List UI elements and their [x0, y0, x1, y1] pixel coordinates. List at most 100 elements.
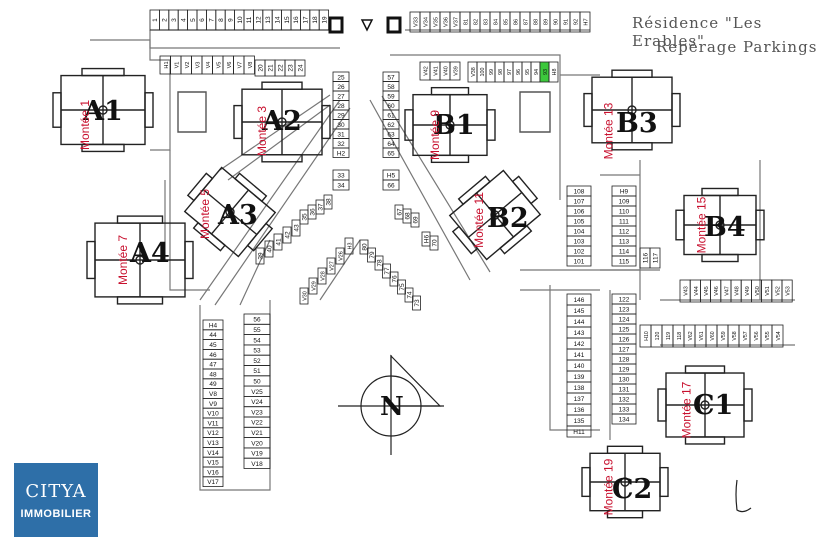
- parking-spot: [291, 219, 301, 237]
- parking-spot-label: V4: [206, 62, 212, 69]
- parking-spot: [326, 257, 336, 275]
- parking-spot-label: 116: [643, 252, 650, 263]
- parking-spot-label: 51: [253, 368, 261, 375]
- parking-spot-label: 45: [209, 342, 217, 349]
- parking-spot: [404, 287, 414, 303]
- road-outline: [390, 54, 600, 200]
- parking-spot-label: 114: [619, 249, 630, 256]
- parking-spot-label: V54: [776, 331, 782, 340]
- parking-spot-label: 21: [268, 64, 275, 72]
- courtyard-outline: [177, 91, 551, 133]
- parking-spot-label: H6: [424, 234, 431, 243]
- parking-spot-label: 24: [298, 64, 305, 72]
- parking-spot-label: 88: [534, 19, 540, 25]
- parking-spot-label: 10: [237, 16, 244, 24]
- parking-spot: [611, 413, 637, 425]
- parking-spot: [282, 226, 292, 244]
- montee-label-3: Montée 3: [255, 105, 270, 157]
- parking-spot-label: V45: [704, 286, 710, 296]
- parking-spot-label: 5: [190, 18, 197, 22]
- parking-spot-label: V2: [185, 62, 191, 69]
- parking-spot-label: V12: [207, 430, 219, 437]
- parking-spot-label: V35: [434, 17, 440, 27]
- gate-posts: [328, 16, 402, 34]
- parking-spot-label: 37: [318, 203, 325, 211]
- parking-spot-label: 64: [387, 141, 395, 148]
- parking-spot-label: V33: [414, 17, 420, 27]
- parking-spot-label: 62: [387, 122, 395, 129]
- montee-label-11: Montée 11: [471, 192, 486, 248]
- parking-spot-label: 126: [619, 337, 630, 344]
- parking-spot-label: V55: [765, 331, 771, 340]
- parking-spot-label: V24: [251, 399, 263, 406]
- montee-label-15: Montée 15: [694, 196, 709, 254]
- parking-spot-label: 109: [619, 199, 630, 206]
- parking-spot-label: 89: [544, 19, 550, 25]
- parking-spot-label: V59: [721, 331, 727, 340]
- parking-spot: [382, 147, 400, 158]
- parking-spot: [294, 59, 306, 77]
- parking-spot-label: 39: [258, 252, 265, 260]
- montee-label-7: Montée 7: [116, 234, 131, 286]
- parking-spot-label: 90: [554, 19, 560, 25]
- parking-spot-label: 66: [387, 183, 395, 190]
- parking-spot-label: 110: [619, 209, 630, 216]
- parking-spot-label: 65: [387, 150, 395, 157]
- parking-spot-label: V18: [251, 461, 263, 468]
- parking-spot-label: 31: [337, 131, 345, 138]
- road-outline: [549, 285, 611, 440]
- parking-spot-label: 80: [362, 243, 369, 251]
- parking-spot-label: 26: [337, 84, 345, 91]
- parking-spot: [367, 247, 376, 263]
- parking-spot: [202, 476, 224, 487]
- parking-spot: [243, 55, 255, 75]
- parking-spot-label: 141: [574, 352, 585, 359]
- parking-spot-label: V50: [755, 286, 761, 296]
- parking-spot-label: 69: [413, 216, 420, 224]
- parking-spot: [382, 263, 391, 279]
- parking-spot-label: 131: [619, 387, 630, 394]
- montee-label-13: Montée 13: [601, 102, 616, 160]
- parking-spot-label: 34: [337, 183, 345, 190]
- building-footprint: [233, 81, 331, 163]
- parking-spot-label: 94: [534, 69, 540, 75]
- parking-spot-label: V5: [216, 62, 222, 69]
- parking-spot-label: V6: [227, 62, 233, 69]
- parking-spot-label: V7: [237, 62, 243, 69]
- parking-spot: [649, 247, 661, 269]
- parking-spot-label: H9: [620, 189, 629, 196]
- parking-spot-label: V48: [735, 286, 741, 296]
- parking-spot-label: V26: [339, 251, 345, 261]
- parking-spot-label: 91: [564, 19, 570, 25]
- parking-spot-label: 42: [285, 231, 292, 239]
- parking-spot: [548, 61, 559, 83]
- parking-spot-label: 112: [619, 229, 630, 236]
- parking-spot-label: V36: [444, 17, 450, 27]
- parking-spot-label: 111: [619, 219, 629, 226]
- building-footprint: [657, 365, 753, 445]
- parking-spot: [566, 255, 592, 267]
- parking-spot-label: 47: [209, 362, 217, 369]
- parking-spot: [781, 279, 793, 303]
- parking-spot-label: 127: [619, 347, 630, 354]
- parking-spot-label: 92: [574, 19, 580, 25]
- parking-spot-label: 35: [302, 213, 309, 221]
- building-footprint: [86, 215, 194, 305]
- parking-spot-label: 63: [387, 131, 395, 138]
- parking-spot-label: 139: [574, 374, 585, 381]
- parking-spot-label: 12: [256, 16, 263, 24]
- parking-spot-label: V30: [303, 291, 309, 301]
- parking-spot-label: V3: [195, 62, 201, 69]
- parking-spot-label: V13: [207, 440, 219, 447]
- parking-spot-label: H8: [552, 69, 558, 76]
- parking-spot: [611, 255, 637, 267]
- road-outline: [639, 160, 761, 300]
